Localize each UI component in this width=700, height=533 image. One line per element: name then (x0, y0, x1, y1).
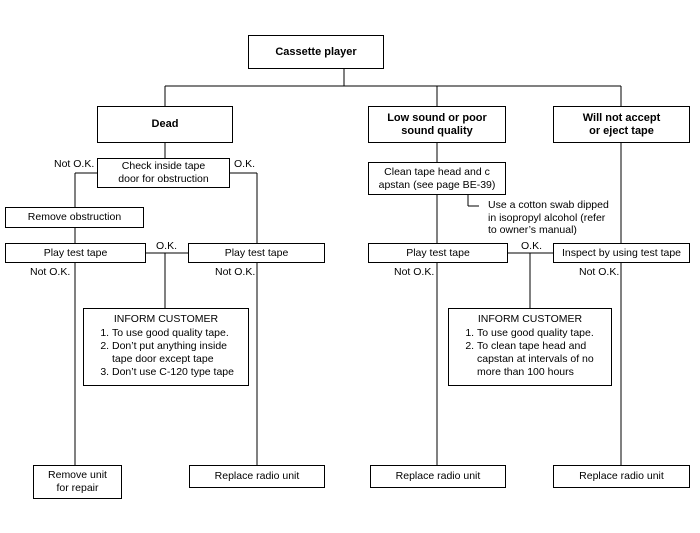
inform2-item: To clean tape head and capstan at interv… (477, 340, 605, 379)
check-door-line2: door for obstruction (118, 173, 209, 185)
inform1-item: Don’t use C-120 type tape (112, 366, 242, 379)
cotton-note-line3: to owner’s manual) (488, 224, 577, 236)
play-test-tape-1: Play test tape (5, 243, 146, 263)
cotton-swab-note: Use a cotton swab dipped in isopropyl al… (488, 199, 609, 237)
branch-low-sound: Low sound or poor sound quality (368, 106, 506, 143)
remove-obstruction-box: Remove obstruction (5, 207, 144, 228)
branch-no-eject-line1: Will not accept (582, 111, 661, 124)
label-not-ok: Not O.K. (54, 158, 95, 170)
root-box: Cassette player (248, 35, 384, 69)
branch-low-sound-line2: sound quality (401, 124, 473, 137)
play-test-tape-3: Play test tape (368, 243, 508, 263)
replace-radio-unit-3: Replace radio unit (553, 465, 690, 488)
branch-dead-label: Dead (151, 118, 179, 130)
inform2-item: To use good quality tape. (477, 327, 605, 340)
replace-radio-unit-1: Replace radio unit (189, 465, 325, 488)
check-door-box: Check inside tape door for obstruction (97, 158, 230, 188)
inform-list-2: To use good quality tape. To clean tape … (455, 327, 605, 379)
label-not-ok: Not O.K. (579, 266, 620, 278)
clean-head-line1: Clean tape head and c (384, 165, 490, 178)
label-not-ok: Not O.K. (30, 266, 71, 278)
branch-dead: Dead (97, 106, 233, 143)
label-ok: O.K. (156, 240, 178, 252)
play-test-tape-2: Play test tape (188, 243, 325, 263)
inform-title-2: INFORM CUSTOMER (477, 313, 583, 325)
cotton-note-line2: in isopropyl alcohol (refer (488, 211, 606, 224)
branch-low-sound-line1: Low sound or poor (387, 111, 487, 124)
inform-customer-box-2: INFORM CUSTOMER To use good quality tape… (448, 308, 612, 386)
remove-unit-line1: Remove unit (48, 469, 107, 481)
label-ok: O.K. (521, 240, 543, 252)
remove-unit-box: Remove unit for repair (33, 465, 122, 499)
label-not-ok: Not O.K. (215, 266, 256, 278)
clean-head-line2: apstan (see page BE-39) (378, 178, 496, 191)
label-not-ok: Not O.K. (394, 266, 435, 278)
inspect-tape-box: Inspect by using test tape (553, 243, 690, 263)
replace-radio-unit-2: Replace radio unit (370, 465, 506, 488)
inform-customer-box-1: INFORM CUSTOMER To use good quality tape… (83, 308, 249, 386)
branch-no-eject: Will not accept or eject tape (553, 106, 690, 143)
cotton-note-line1: Use a cotton swab dipped (488, 199, 609, 211)
inform-list-1: To use good quality tape. Don’t put anyt… (90, 327, 242, 379)
inform1-item: To use good quality tape. (112, 327, 242, 340)
inform1-item: Don’t put anything inside tape door exce… (112, 340, 242, 366)
label-ok: O.K. (234, 158, 256, 170)
check-door-line1: Check inside tape (121, 160, 206, 172)
remove-unit-line2: for repair (56, 482, 99, 494)
branch-no-eject-line2: or eject tape (589, 124, 654, 137)
inform-title-1: INFORM CUSTOMER (113, 313, 219, 325)
clean-head-box: Clean tape head and c apstan (see page B… (368, 162, 506, 195)
